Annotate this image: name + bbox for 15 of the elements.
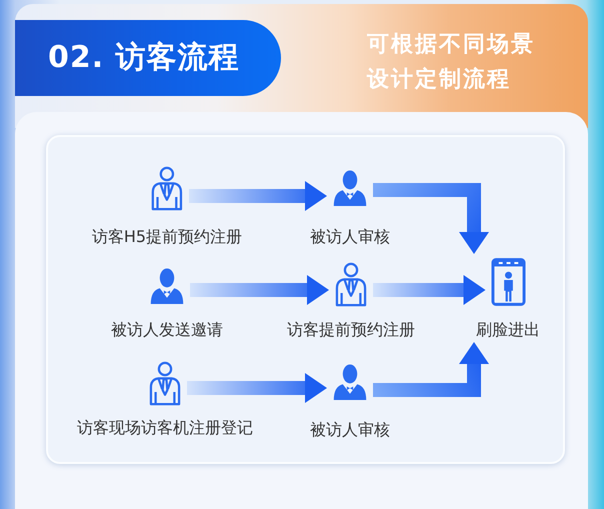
step-label: 被访人审核: [310, 421, 390, 439]
step-label: 刷脸进出: [476, 321, 540, 339]
step-label: 访客现场访客机注册登记: [77, 419, 253, 437]
arrow: [189, 181, 327, 211]
title: 02. 访客流程: [48, 40, 240, 76]
step-label: 被访人审核: [310, 228, 390, 246]
arrow: [187, 373, 327, 403]
arrow: [190, 275, 329, 305]
step-label: 访客H5提前预约注册: [92, 228, 242, 246]
arrow: [373, 275, 486, 305]
subtitle: 可根据不同场景设计定制流程: [367, 31, 536, 94]
step-label: 被访人发送邀请: [111, 321, 223, 339]
step-label: 访客提前预约注册: [287, 321, 415, 339]
arrow: [373, 342, 489, 397]
arrow: [373, 183, 489, 254]
